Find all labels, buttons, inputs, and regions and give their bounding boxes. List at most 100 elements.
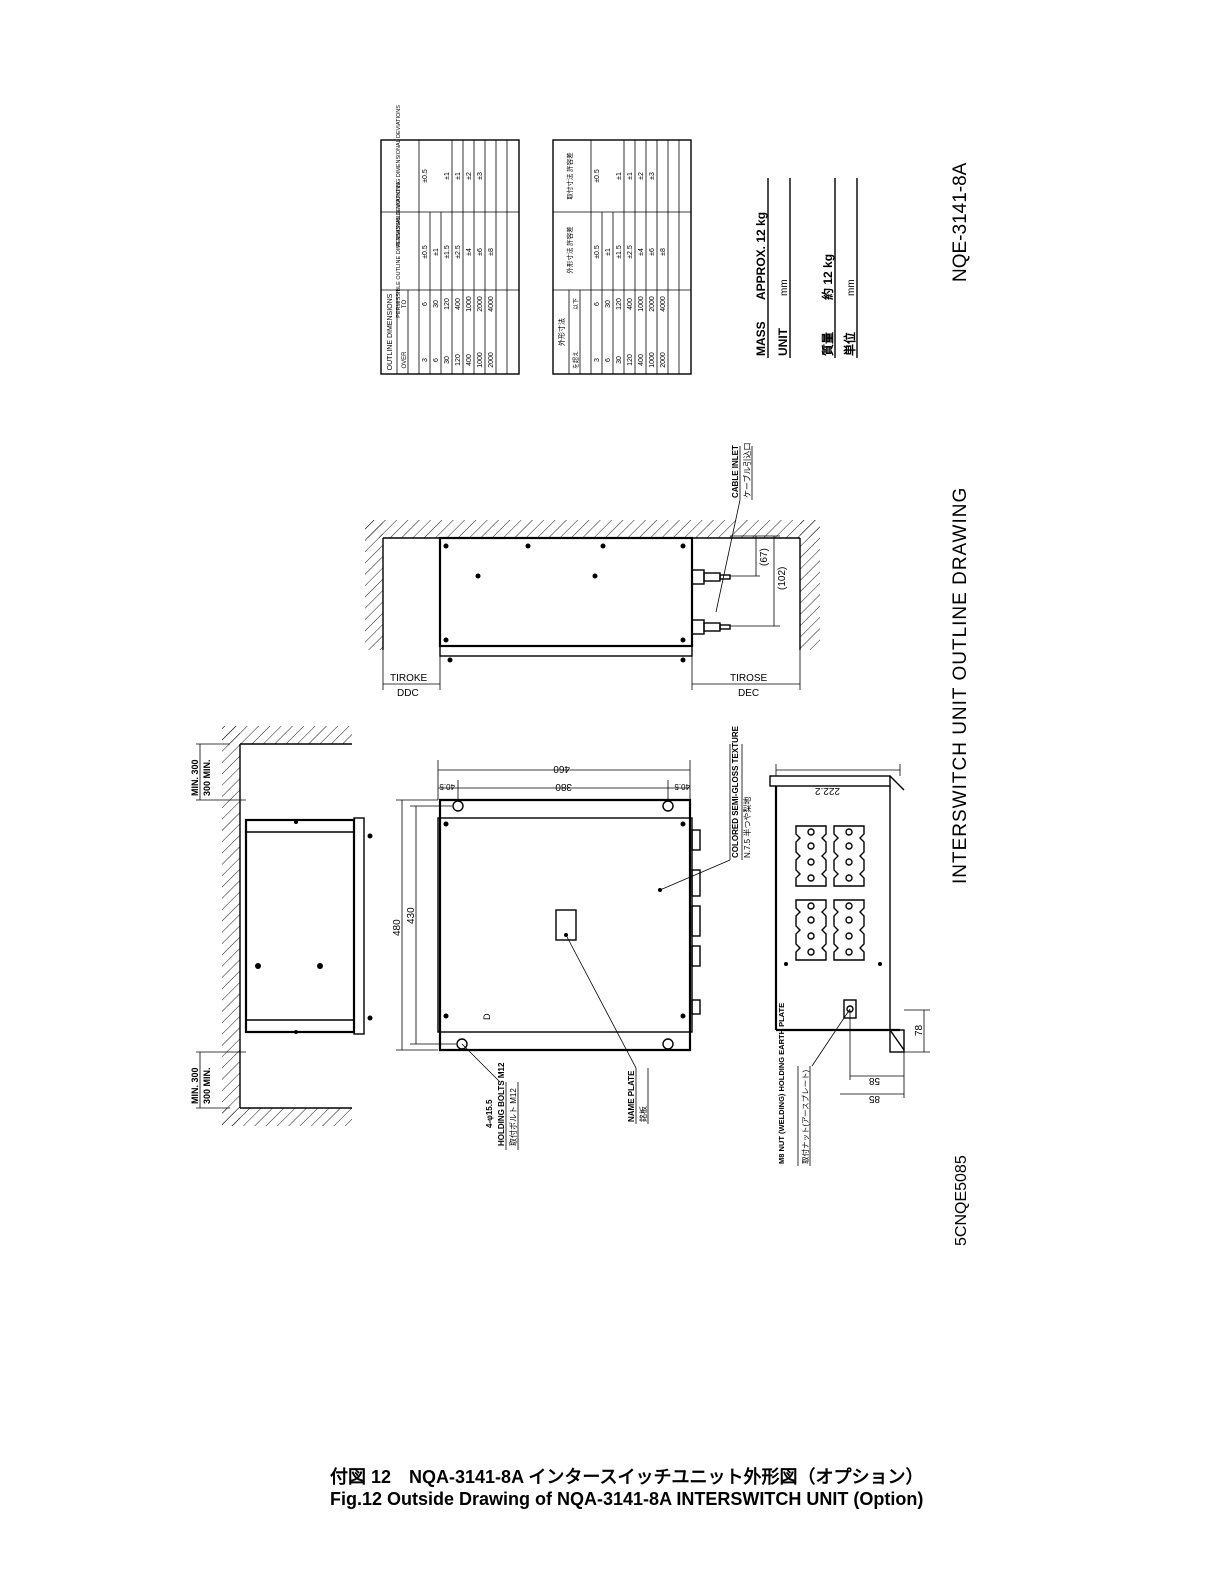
table-jp-rows-outline-dev-cell: ±1.5	[616, 245, 623, 259]
table-jp-header-outline: 外形寸法	[557, 318, 566, 346]
terminal-block	[833, 899, 865, 961]
holding-bolts-count: 4-φ15.5	[485, 1099, 494, 1128]
drawing-title: INTERSWITCH UNIT OUTLINE DRAWING	[950, 487, 971, 884]
earth-nut-label: M8 NUT (WELDING) HOLDING EARTH PLATE	[777, 1003, 786, 1164]
table-jp-rows-outline-dev-cell: ±6	[649, 248, 656, 256]
mass-label-jp: 質量	[820, 332, 835, 356]
table-jp-rows-to-cell: 2000	[649, 296, 656, 312]
caption-japanese: 付図 12 NQA-3141-8A インタースイッチユニット外形図（オプション）	[330, 1467, 924, 1487]
table-en-rows-outline-dev-cell: ±4	[466, 248, 473, 256]
table-jp-rows-to-cell: 30	[605, 300, 612, 308]
left-elevation-view: MIN. 300 300 MIN. MIN. 300 300 MIN.	[190, 726, 373, 1126]
cable-inlet-label-jp: ケーブル引込口	[742, 442, 752, 498]
table-jp-rows-mounting-dev-cell: ±2	[638, 172, 645, 180]
table-jp-rows-to-cell: 1000	[638, 296, 645, 312]
tolerance-table-jp: 外形寸法 を超え 以下 外形寸法 許容差 取付寸法 許容差 36±0.5±0.5…	[552, 139, 692, 375]
table-jp-rows-outline-dev-cell: ±8	[660, 248, 667, 256]
table-en-header-to: TO	[402, 300, 408, 309]
table-jp-rows-over-cell: 30	[616, 356, 623, 364]
dim-40-right: 40.5	[674, 782, 690, 791]
table-en-rows-over-cell: 30	[444, 356, 451, 364]
mass-unit-block: MASS APPROX. 12 kg UNIT mm 質量 約 12 kg 単位…	[754, 178, 858, 358]
name-plate-label: NAME PLATE	[627, 1070, 636, 1122]
table-jp-rows-outline-dev-cell: ±0.5	[594, 245, 601, 259]
table-jp-header-over: を超え	[572, 351, 580, 369]
earth-nut-label-jp: 取付ナット(アースプレート)	[800, 1069, 810, 1164]
table-en-rows-outline-dev-cell: ±0.5	[422, 245, 429, 259]
dim-380: 380	[555, 781, 572, 792]
table-en-rows-to-cell: 6	[422, 302, 429, 306]
table-en-header-over: OVER	[402, 351, 408, 369]
table-en-rows-mounting-dev-cell: ±2	[466, 172, 473, 180]
table-en-header-mounting-dev: PERMISSIBLE MOUNTING DIMENSIONAL DEVIATI…	[396, 105, 402, 247]
table-en-rows-over-cell: 6	[433, 358, 440, 362]
table-en-rows-mounting-dev-cell: ±1	[444, 172, 451, 180]
table-jp-rows-over-cell: 3	[594, 358, 601, 362]
table-jp-rows-to-cell: 120	[616, 298, 623, 310]
table-en-rows-over-cell: 3	[422, 358, 429, 362]
dim-460: 460	[553, 763, 570, 774]
terminal-block	[795, 899, 827, 961]
table-jp-rows-outline-dev-cell: ±1	[605, 248, 612, 256]
holding-bolts-label: HOLDING BOLTS M12	[497, 1062, 506, 1146]
mass-value-jp: 約 12 kg	[820, 254, 835, 300]
table-jp-rows-over-cell: 400	[638, 354, 645, 366]
dim-480: 480	[392, 919, 403, 936]
tolerance-table-en: OUTLINE DIMENSIONS OVER TO PERMISSIBLE O…	[380, 105, 520, 375]
table-en-rows-over-cell: 400	[466, 354, 473, 366]
table-en-rows-mounting-dev-cell: ±1	[455, 172, 462, 180]
top-space-label: TIROKE	[390, 673, 428, 684]
table-en-rows-to-cell: 30	[433, 300, 440, 308]
left-space-bot-value: 300 MIN.	[202, 1067, 212, 1104]
dim-222: 222.2	[815, 785, 840, 796]
table-en-header-outline-dev: PERMISSIBLE OUTLINE DIMENSIONAL DEVIATIO…	[396, 182, 402, 318]
bot-space-label: TIROSE	[730, 673, 768, 684]
dim-78: 78	[914, 1024, 925, 1036]
table-en-rows-outline-dev-cell: ±1.5	[444, 245, 451, 259]
table-en-rows-to-cell: 1000	[466, 296, 473, 312]
coating-label-jp: N.7.5 半つや梨地	[742, 797, 752, 858]
holding-bolts-label-jp: 取付ボルト M12	[508, 1088, 518, 1146]
dim-40-left: 40.5	[439, 782, 455, 791]
table-jp-header-mounting-dev: 取付寸法 許容差	[565, 152, 574, 200]
left-space-bot-label: MIN. 300	[190, 1067, 200, 1104]
table-jp-rows-to-cell: 4000	[660, 296, 667, 312]
bot-space-value: DEC	[738, 688, 759, 699]
unit-label-jp: 単位	[842, 332, 857, 356]
table-en-rows-mounting-dev-cell: ±0.5	[422, 169, 429, 183]
unit-value: mm	[779, 279, 790, 296]
table-en-rows-outline-dev-cell: ±1	[433, 248, 440, 256]
table-jp-rows-mounting-dev-cell: ±0.5	[594, 169, 601, 183]
table-jp-rows-over-cell: 2000	[660, 352, 667, 368]
dim-85: 85	[868, 1093, 880, 1104]
table-en-rows-to-cell: 400	[455, 298, 462, 310]
table-jp-rows-over-cell: 1000	[649, 352, 656, 368]
table-jp-header-outline-dev: 外形寸法 許容差	[565, 226, 574, 274]
table-jp-rows-mounting-dev-cell: ±1	[627, 172, 634, 180]
table-en-rows-outline-dev-cell: ±6	[477, 248, 484, 256]
table-jp-rows-outline-dev-cell: ±4	[638, 248, 645, 256]
table-jp-rows-to-cell: 6	[594, 302, 601, 306]
coating-label: COLORED SEMI-GLOSS TEXTURE	[731, 725, 740, 858]
dim-58: 58	[868, 1075, 880, 1086]
left-space-top-value: 300 MIN.	[202, 759, 212, 796]
table-en-rows-to-cell: 4000	[488, 296, 495, 312]
sheet-code: 5CNQE5085	[953, 1155, 970, 1246]
table-en-rows-over-cell: 2000	[488, 352, 495, 368]
table-en-rows-to-cell: 2000	[477, 296, 484, 312]
front-view: D 460 380 40.5 40.5 480 430 COLORED SEMI…	[392, 725, 752, 1150]
unit-value-jp: mm	[846, 279, 857, 296]
terminal-block	[833, 825, 865, 887]
top-space-value: DDC	[397, 688, 419, 699]
table-en-rows-mounting-dev-cell: ±3	[477, 172, 484, 180]
dim-67: (67)	[759, 548, 770, 566]
unit-label: UNIT	[776, 327, 790, 356]
table-jp-rows-to-cell: 400	[627, 298, 634, 310]
mass-value: APPROX. 12 kg	[754, 212, 768, 300]
table-en-rows-outline-dev-cell: ±8	[488, 248, 495, 256]
drawing-number: NQE-3141-8A	[950, 162, 971, 282]
mass-label: MASS	[754, 321, 768, 356]
table-en-rows-outline-dev-cell: ±2.5	[455, 245, 462, 259]
dim-102: (102)	[777, 567, 788, 590]
table-jp-rows-mounting-dev-cell: ±3	[649, 172, 656, 180]
